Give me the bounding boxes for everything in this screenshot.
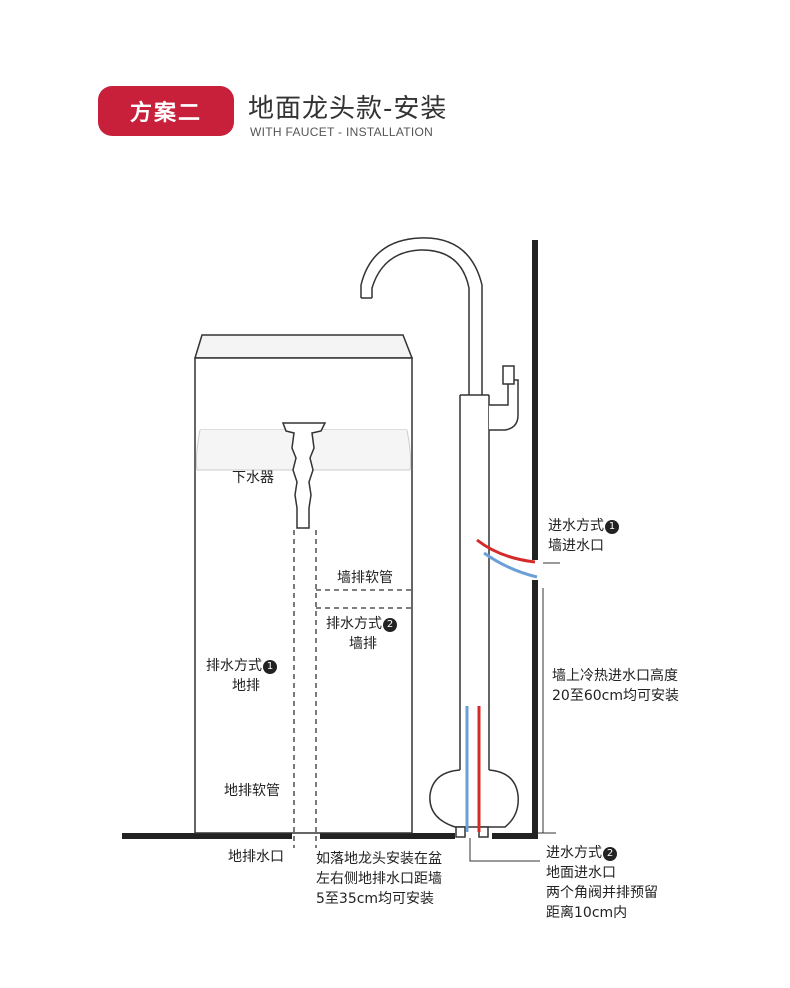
inlet-method-1-text: 进水方式 bbox=[548, 518, 604, 534]
number-2-icon: 2 bbox=[383, 618, 397, 632]
label-floor-drain: 地排 bbox=[232, 678, 260, 694]
label-drain-fitting: 下水器 bbox=[232, 470, 274, 486]
note-wall-height-line: 20至60cm均可安装 bbox=[552, 688, 679, 704]
note-floor-faucet-line: 左右侧地排水口距墙 bbox=[316, 871, 442, 887]
wall-line bbox=[532, 240, 538, 839]
floor-drain-hose bbox=[293, 530, 317, 848]
number-1-icon: 1 bbox=[605, 520, 619, 534]
label-wall-drain-hose: 墙排软管 bbox=[337, 570, 393, 586]
note-wall-height-line: 墙上冷热进水口高度 bbox=[552, 668, 678, 684]
inlet-method-2-text: 进水方式 bbox=[546, 845, 602, 861]
label-wall-drain: 墙排 bbox=[349, 636, 377, 652]
wall-drain-hose bbox=[316, 589, 412, 609]
plan-badge: 方案二 bbox=[98, 86, 234, 136]
note-floor-inlet: 地面进水口 两个角阀并排预留 距离10cm内 bbox=[546, 863, 658, 923]
note-floor-faucet-line: 如落地龙头安装在盆 bbox=[316, 851, 442, 867]
note-wall-height: 墙上冷热进水口高度 20至60cm均可安装 bbox=[552, 666, 679, 706]
drain-method-2-text: 排水方式 bbox=[326, 616, 382, 632]
note-floor-inlet-line: 两个角阀并排预留 bbox=[546, 885, 658, 901]
dimension-lines bbox=[469, 562, 560, 862]
note-floor-inlet-line: 地面进水口 bbox=[546, 865, 616, 881]
number-2-icon: 2 bbox=[603, 847, 617, 861]
label-floor-drain-outlet: 地排水口 bbox=[228, 849, 284, 865]
wall-inlet-pipes bbox=[476, 538, 538, 579]
label-wall-inlet: 墙进水口 bbox=[548, 538, 604, 554]
drain-method-1-text: 排水方式 bbox=[206, 658, 262, 674]
note-floor-faucet-line: 5至35cm均可安装 bbox=[316, 891, 435, 907]
drain-fitting bbox=[281, 422, 327, 529]
note-floor-faucet: 如落地龙头安装在盆 左右侧地排水口距墙 5至35cm均可安装 bbox=[316, 849, 442, 909]
floor-faucet bbox=[360, 237, 519, 838]
page-title: 地面龙头款-安装 bbox=[248, 94, 448, 124]
floor-line bbox=[122, 833, 538, 839]
floor-inlet-pipes bbox=[465, 706, 481, 832]
number-1-icon: 1 bbox=[263, 660, 277, 674]
page-subtitle: WITH FAUCET - INSTALLATION bbox=[250, 125, 434, 139]
label-floor-drain-hose: 地排软管 bbox=[224, 783, 280, 799]
note-floor-inlet-line: 距离10cm内 bbox=[546, 905, 628, 921]
